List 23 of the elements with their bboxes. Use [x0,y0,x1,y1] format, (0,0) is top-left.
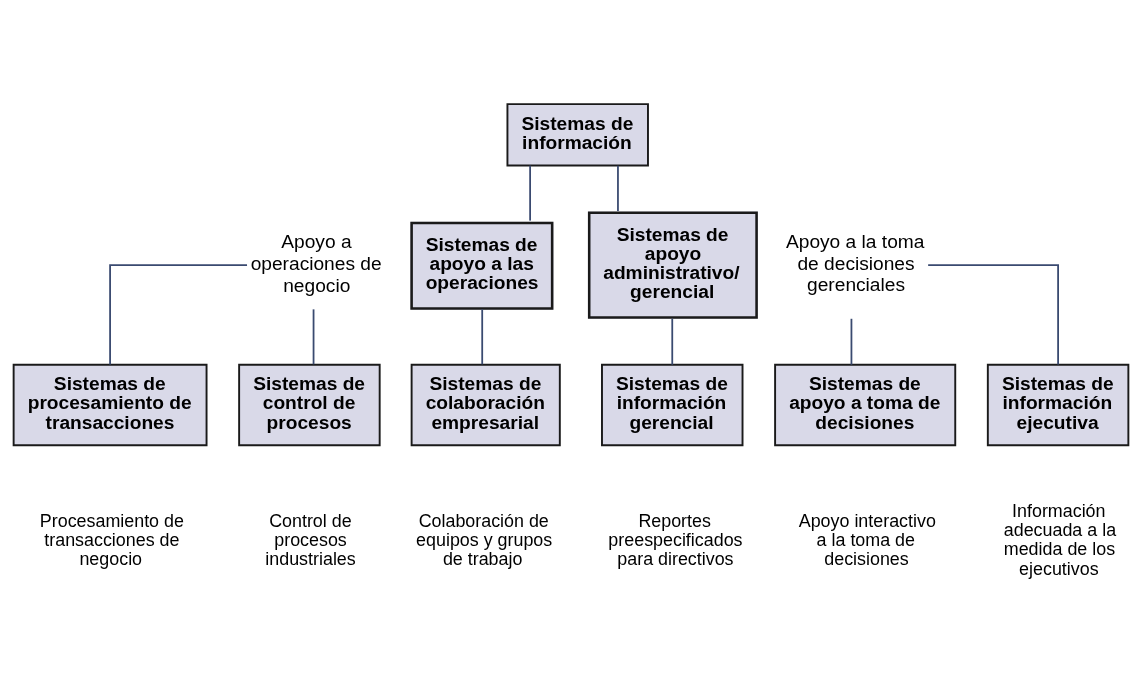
node-label: Reportes preespecificados para directivos [608,510,743,569]
node-label: Apoyo interactivo a la toma de decisiones [798,510,936,569]
connector [109,264,248,366]
node-box: Sistemas de información gerencial [601,363,744,447]
node-label: Apoyo a la toma de decisiones gerenciales [785,230,925,296]
connector [481,308,484,366]
connector [927,264,1059,366]
node-label: Apoyo a operaciones de negocio [250,231,382,296]
connector [671,317,674,366]
node-box: Sistemas de información ejecutiva [986,363,1130,447]
node-label: Control de procesos industriales [265,510,356,569]
node-label: Colaboración de equipos y grupos de trabajo [416,510,553,569]
node-label: Información adecuada a la medida de los ejecutivos [1003,501,1117,579]
node-box: Sistemas de información [506,103,649,167]
connector [529,164,531,222]
connector [312,308,315,366]
connector [850,317,853,366]
node-label: Procesamiento de transacciones de negocio [39,510,184,569]
node-box: Sistemas de procesamiento de transacciones [12,363,208,447]
node-box: Sistemas de colaboración empresarial [410,363,561,447]
node-box: Sistemas de control de procesos [238,363,381,447]
node-box: Sistemas de apoyo a toma de decisiones [774,363,957,447]
connector [617,164,619,212]
